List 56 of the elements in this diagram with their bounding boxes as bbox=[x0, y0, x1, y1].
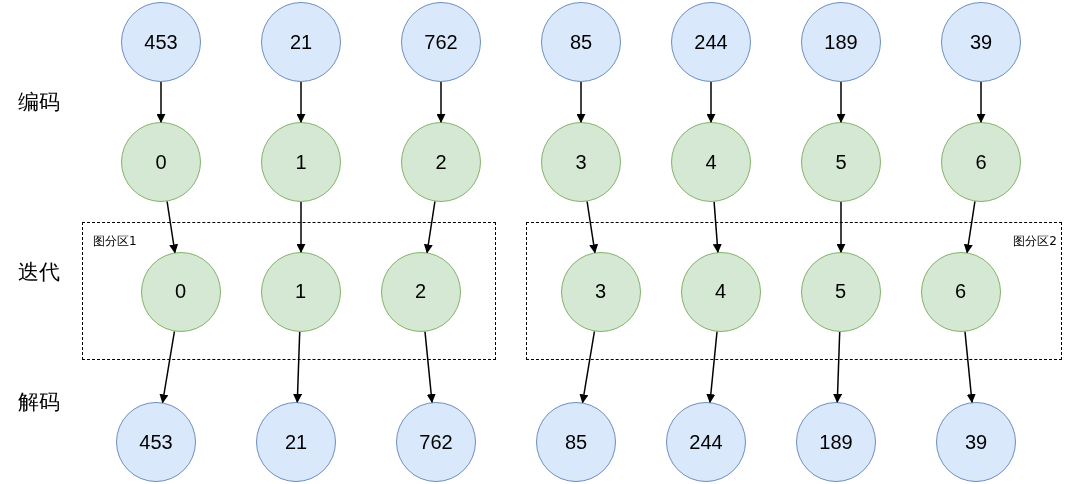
circle-node: 189 bbox=[801, 2, 881, 82]
circle-node: 39 bbox=[936, 402, 1016, 482]
arrow bbox=[296, 201, 306, 253]
circle-node: 2 bbox=[401, 122, 481, 202]
arrow bbox=[964, 331, 976, 404]
circle-node: 6 bbox=[920, 251, 1001, 332]
circle-node: 5 bbox=[800, 251, 881, 332]
circle-node: 0 bbox=[121, 122, 201, 202]
circle-node: 1 bbox=[261, 122, 341, 202]
arrow bbox=[424, 331, 436, 404]
circle-node: 85 bbox=[541, 2, 621, 82]
circle-node: 4 bbox=[671, 122, 751, 202]
circle-node: 453 bbox=[121, 2, 201, 82]
circle-node: 3 bbox=[541, 122, 621, 202]
partition-box bbox=[82, 222, 496, 360]
circle-node: 762 bbox=[401, 2, 481, 82]
circle-node: 21 bbox=[256, 402, 336, 482]
circle-node: 2 bbox=[380, 251, 461, 332]
arrow bbox=[712, 201, 722, 253]
circle-node: 4 bbox=[680, 251, 761, 332]
arrow bbox=[706, 331, 718, 404]
arrow bbox=[296, 81, 306, 123]
circle-node: 39 bbox=[941, 2, 1021, 82]
circle-node: 6 bbox=[941, 122, 1021, 202]
arrow bbox=[166, 200, 179, 254]
arrow bbox=[576, 81, 586, 123]
arrow bbox=[579, 330, 596, 404]
arrow bbox=[586, 200, 599, 254]
circle-node: 85 bbox=[536, 402, 616, 482]
circle-node: 244 bbox=[666, 402, 746, 482]
arrow bbox=[706, 81, 716, 123]
circle-node: 1 bbox=[260, 251, 341, 332]
row-label: 解码 bbox=[18, 389, 60, 416]
circle-node: 244 bbox=[671, 2, 751, 82]
arrow bbox=[836, 81, 846, 123]
row-label: 编码 bbox=[18, 89, 60, 116]
circle-node: 762 bbox=[396, 402, 476, 482]
arrow bbox=[156, 81, 166, 123]
arrow bbox=[423, 200, 436, 254]
partition-box bbox=[526, 222, 1062, 360]
circle-node: 189 bbox=[796, 402, 876, 482]
arrow bbox=[833, 331, 843, 403]
circle-node: 5 bbox=[801, 122, 881, 202]
circle-node: 3 bbox=[560, 251, 641, 332]
arrow bbox=[836, 201, 846, 253]
circle-node: 0 bbox=[140, 251, 221, 332]
partition-label: 图分区2 bbox=[1013, 233, 1057, 250]
arrow bbox=[159, 330, 176, 404]
arrow bbox=[293, 331, 303, 403]
row-label: 迭代 bbox=[18, 259, 60, 286]
arrow bbox=[436, 81, 446, 123]
arrow bbox=[963, 200, 976, 254]
partition-label: 图分区1 bbox=[93, 233, 137, 250]
arrow bbox=[976, 81, 986, 123]
circle-node: 21 bbox=[261, 2, 341, 82]
circle-node: 453 bbox=[116, 402, 196, 482]
